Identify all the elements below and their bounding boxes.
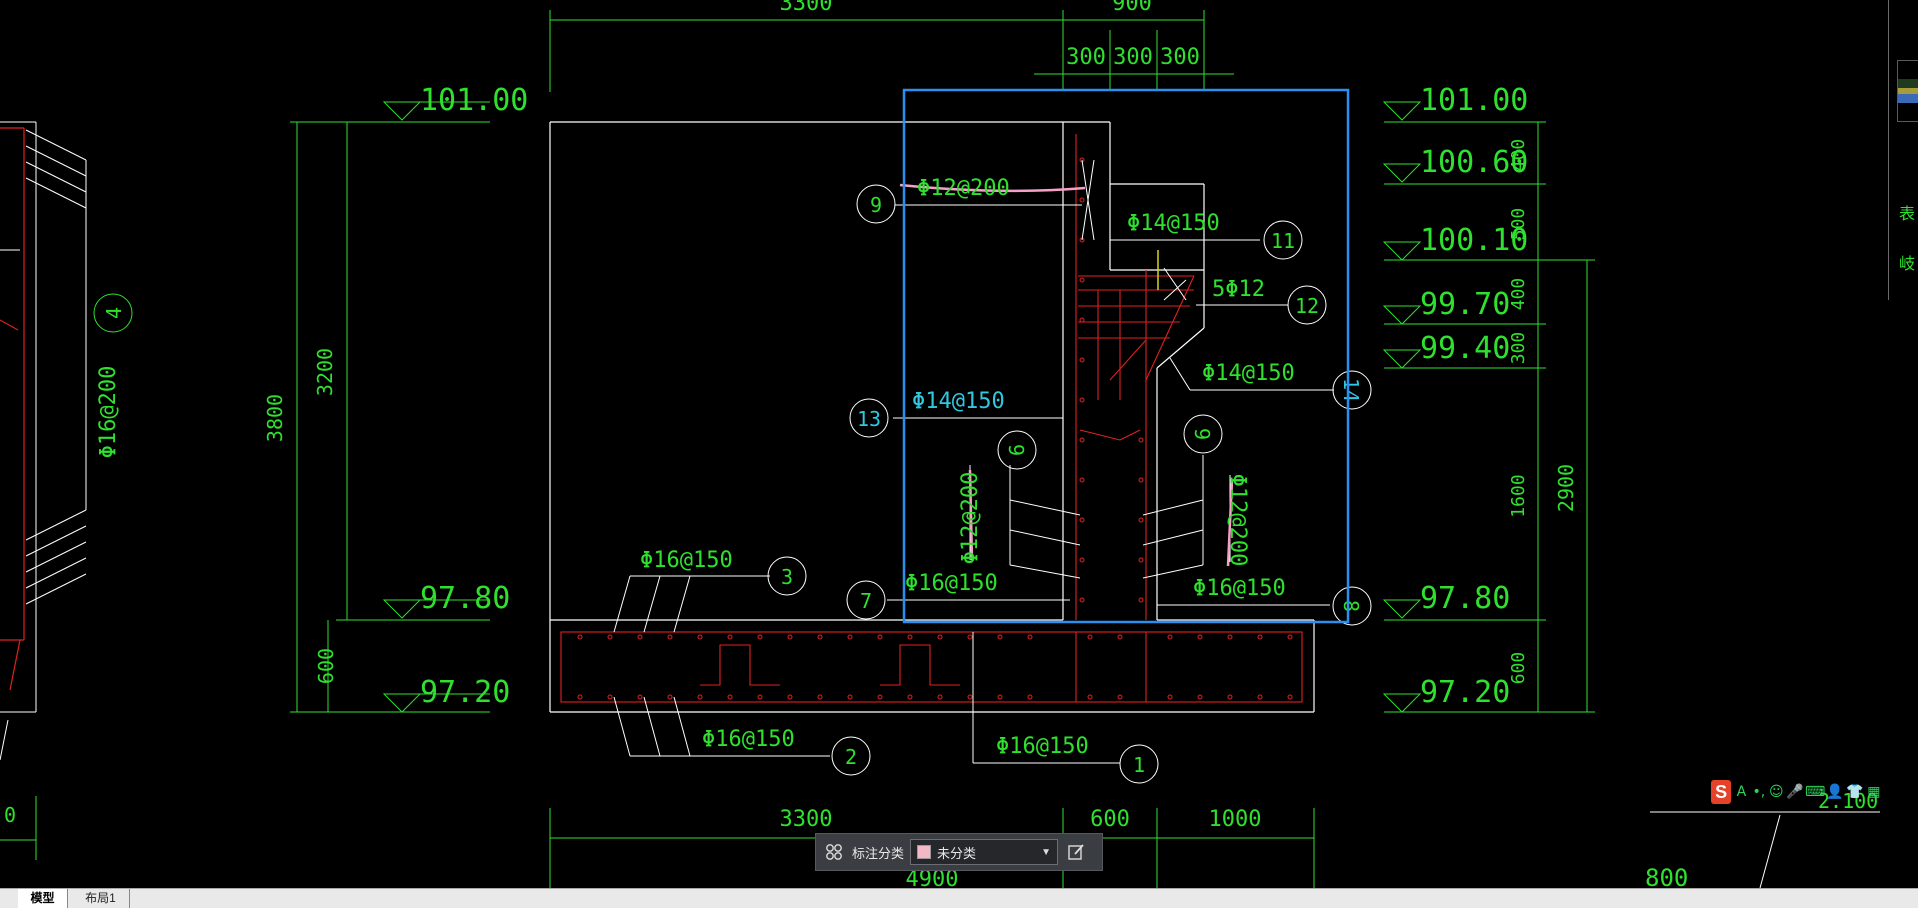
left-partial-view <box>0 121 87 761</box>
tab-model[interactable]: 模型 <box>18 889 68 908</box>
main-section-outline <box>549 121 1315 713</box>
dim-left-600: 600 <box>314 648 338 684</box>
dim-right-400a: 400 <box>1508 139 1529 172</box>
elev-left-101: 101.00 <box>420 83 528 118</box>
elev-right-9720: 97.20 <box>1420 675 1510 710</box>
elev-right-9970: 99.70 <box>1420 287 1510 322</box>
dim-top-900: 900 <box>1112 0 1152 16</box>
rebar-label-9-left: Φ12@200 <box>958 472 983 565</box>
dim-top-300-2: 300 <box>1113 45 1153 70</box>
panel-color-swatch <box>1897 60 1918 122</box>
callout-9c-number: 9 <box>1190 428 1214 440</box>
ime-keyboard-icon[interactable]: ⌨ <box>1805 784 1826 800</box>
category-label: 标注分类 <box>852 845 905 861</box>
dim-right-300: 300 <box>1508 332 1529 365</box>
ime-user-icon[interactable]: 👤 <box>1826 784 1844 800</box>
leader-lines <box>613 159 1334 764</box>
dim-left-3200: 3200 <box>313 348 337 396</box>
callout-4-number: 4 <box>102 307 126 319</box>
category-color-swatch <box>917 845 932 859</box>
right-side-panel[interactable]: 表 岐 <box>1888 0 1918 300</box>
rebar-lines <box>560 134 1303 703</box>
callout-4-circle <box>93 293 133 333</box>
ime-emoji-icon[interactable]: ☺ <box>1769 784 1784 800</box>
dim-bottom-right-800: 800 <box>1645 864 1688 888</box>
dim-bottom-4900: 4900 <box>906 867 959 888</box>
rebar-label-8: Φ16@150 <box>1193 576 1286 601</box>
category-dropdown[interactable]: 未分类 ▼ <box>910 839 1059 865</box>
callout-9-number: 9 <box>870 193 882 217</box>
ime-toolbar[interactable]: S A •, ☺ 🎤 ⌨ 👤 👕 ▦ <box>1711 779 1881 805</box>
rebar-label-7: Φ16@150 <box>905 571 998 596</box>
dim-right-600: 600 <box>1508 652 1529 685</box>
white-vertical-rebars <box>969 465 1231 562</box>
elev-right-10060: 100.60 <box>1420 145 1528 180</box>
panel-text-1: 表 <box>1899 204 1916 223</box>
category-dropdown-value: 未分类 <box>937 845 977 861</box>
rebar-label-14: Φ14@150 <box>1202 361 1295 386</box>
grid-icon[interactable] <box>822 840 846 864</box>
elev-left-9720: 97.20 <box>420 675 510 710</box>
ime-skin-icon[interactable]: 👕 <box>1846 784 1864 800</box>
callout-2-number: 2 <box>845 745 857 769</box>
chevron-down-icon: ▼ <box>1041 846 1052 858</box>
left-view-rebar-label: Φ16@200 <box>96 366 121 459</box>
top-dimension-lines <box>549 10 1234 92</box>
rebar-label-9-right: Φ12@200 <box>1225 474 1250 567</box>
layout-tab-bar: 模型 布局1 <box>0 888 1918 908</box>
tab-layout1[interactable]: 布局1 <box>72 889 130 908</box>
left-partial-rebar <box>0 127 25 691</box>
callout-11-number: 11 <box>1271 229 1295 253</box>
rebar-label-2: Φ16@150 <box>702 727 795 752</box>
rebar-label-13: Φ14@150 <box>912 389 1005 414</box>
left-dimension-lines <box>290 101 490 713</box>
callout-circles <box>767 184 1372 784</box>
cad-drawing-canvas[interactable]: 4 Φ16@200 0 101.00 97.80 97.20 3800 3200… <box>0 0 1918 888</box>
callout-1-number: 1 <box>1133 753 1145 777</box>
elev-right-9940: 99.40 <box>1420 331 1510 366</box>
rebar-label-12: 5Φ12 <box>1212 277 1265 302</box>
callout-12-number: 12 <box>1295 294 1319 318</box>
dim-top-300-3: 300 <box>1160 45 1200 70</box>
dim-right-1600: 1600 <box>1508 474 1529 517</box>
dim-right-2900: 2900 <box>1554 464 1578 512</box>
dim-bottom-1000: 1000 <box>1209 807 1262 832</box>
callout-9b-number: 9 <box>1004 444 1028 456</box>
rebar-label-11: Φ14@150 <box>1127 211 1220 236</box>
dim-top-3300: 3300 <box>780 0 833 16</box>
ime-punctuation-icon[interactable]: •, <box>1752 784 1766 800</box>
rebar-label-3: Φ16@150 <box>640 548 733 573</box>
left-edge-dim: 0 <box>4 803 16 827</box>
selection-rectangle[interactable] <box>902 88 1350 624</box>
partial-right-label: 2.100 <box>1818 789 1878 813</box>
bottom-right-partial <box>1650 811 1880 888</box>
panel-text-2: 岐 <box>1899 254 1916 273</box>
elev-right-9780: 97.80 <box>1420 581 1510 616</box>
ime-microphone-icon[interactable]: 🎤 <box>1786 784 1804 800</box>
dim-right-500: 500 <box>1508 208 1529 241</box>
sogou-logo-icon[interactable]: S <box>1711 780 1732 804</box>
elev-right-101: 101.00 <box>1420 83 1528 118</box>
rebar-label-1: Φ16@150 <box>996 734 1089 759</box>
dim-bottom-3300: 3300 <box>780 807 833 832</box>
dim-bottom-600: 600 <box>1090 807 1130 832</box>
ime-language-toggle[interactable]: A <box>1736 784 1747 800</box>
dimension-category-toolbar: 标注分类 未分类 ▼ <box>815 833 1103 871</box>
rebar-dots <box>577 157 1293 700</box>
right-dimension-lines <box>1382 101 1595 713</box>
elev-right-10010: 100.10 <box>1420 223 1528 258</box>
highlight-strokes <box>899 183 1234 567</box>
callout-7-number: 7 <box>860 589 872 613</box>
dim-left-3800: 3800 <box>263 394 287 442</box>
dim-top-300-1: 300 <box>1066 45 1106 70</box>
dim-right-400b: 400 <box>1508 278 1529 311</box>
edit-icon[interactable] <box>1064 840 1088 864</box>
ime-menu-icon[interactable]: ▦ <box>1867 784 1881 800</box>
callout-13-number: 13 <box>857 407 881 431</box>
callout-8-number: 8 <box>1339 600 1363 612</box>
callout-3-number: 3 <box>781 565 793 589</box>
callout-14-number: 14 <box>1339 378 1363 402</box>
elev-left-9780: 97.80 <box>420 581 510 616</box>
rebar-label-9: Φ12@200 <box>917 176 1010 201</box>
